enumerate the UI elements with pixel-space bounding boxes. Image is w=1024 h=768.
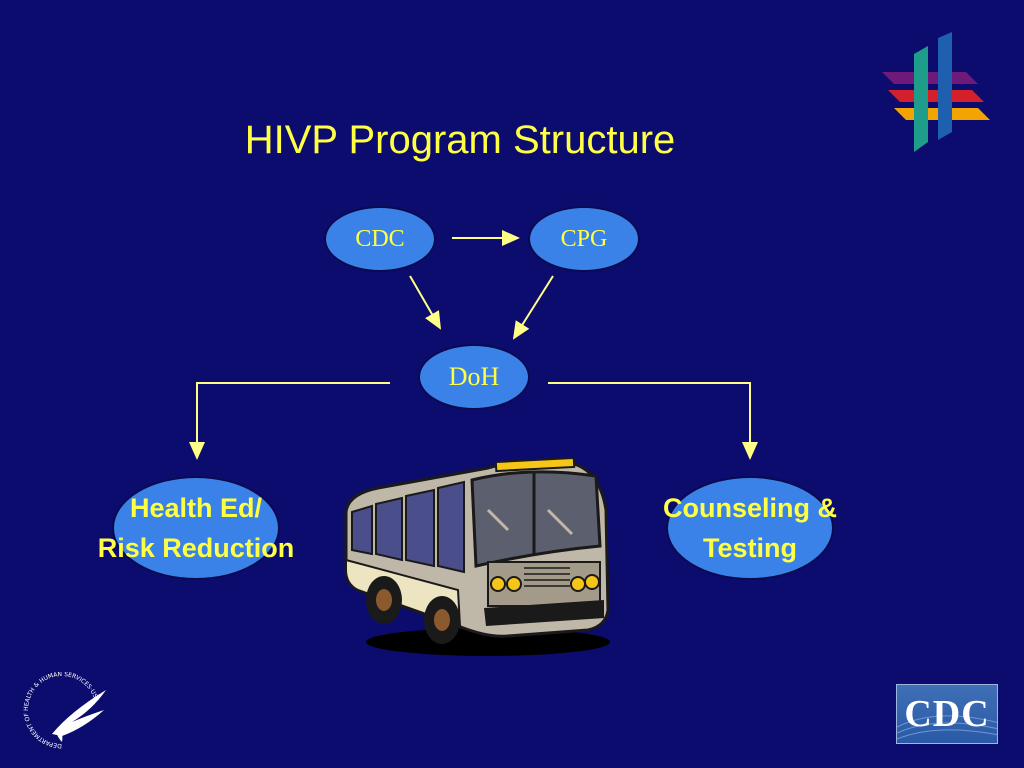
- hhs-seal: DEPARTMENT OF HEALTH & HUMAN SERVICES·US…: [23, 672, 106, 749]
- bus-image: [344, 456, 610, 656]
- counseling-label: Counseling & Testing: [630, 488, 870, 568]
- arrow-doh-to-health-ed: [189, 382, 390, 460]
- doh-node: DoH: [418, 344, 530, 410]
- cdc-node-label: CDC: [355, 225, 405, 252]
- health-ed-label-line2: Risk Reduction: [97, 533, 295, 563]
- health-ed-label: Health Ed/ Risk Reduction: [60, 488, 332, 568]
- counseling-node: [666, 476, 834, 580]
- counseling-label-line2: Testing: [703, 533, 797, 563]
- cdc-node: CDC: [324, 206, 436, 272]
- cdc-logo-text: CDC: [904, 693, 990, 735]
- cpg-node-label: CPG: [560, 225, 608, 252]
- health-ed-label-line1: Health Ed/: [129, 493, 263, 523]
- arrow-cdc-to-doh: [409, 275, 441, 330]
- doh-node-label: DoH: [448, 362, 500, 391]
- page-title: HIVP Program Structure: [244, 118, 676, 162]
- program-logo: [882, 32, 990, 152]
- cdc-logo-lines: [897, 715, 997, 740]
- cpg-node: CPG: [528, 206, 640, 272]
- arrow-doh-to-counseling: [548, 382, 758, 460]
- arrow-cpg-to-doh: [512, 275, 554, 340]
- health-ed-node: [112, 476, 280, 580]
- counseling-label-line1: Counseling &: [663, 493, 837, 523]
- cdc-logo: CDC: [896, 684, 998, 744]
